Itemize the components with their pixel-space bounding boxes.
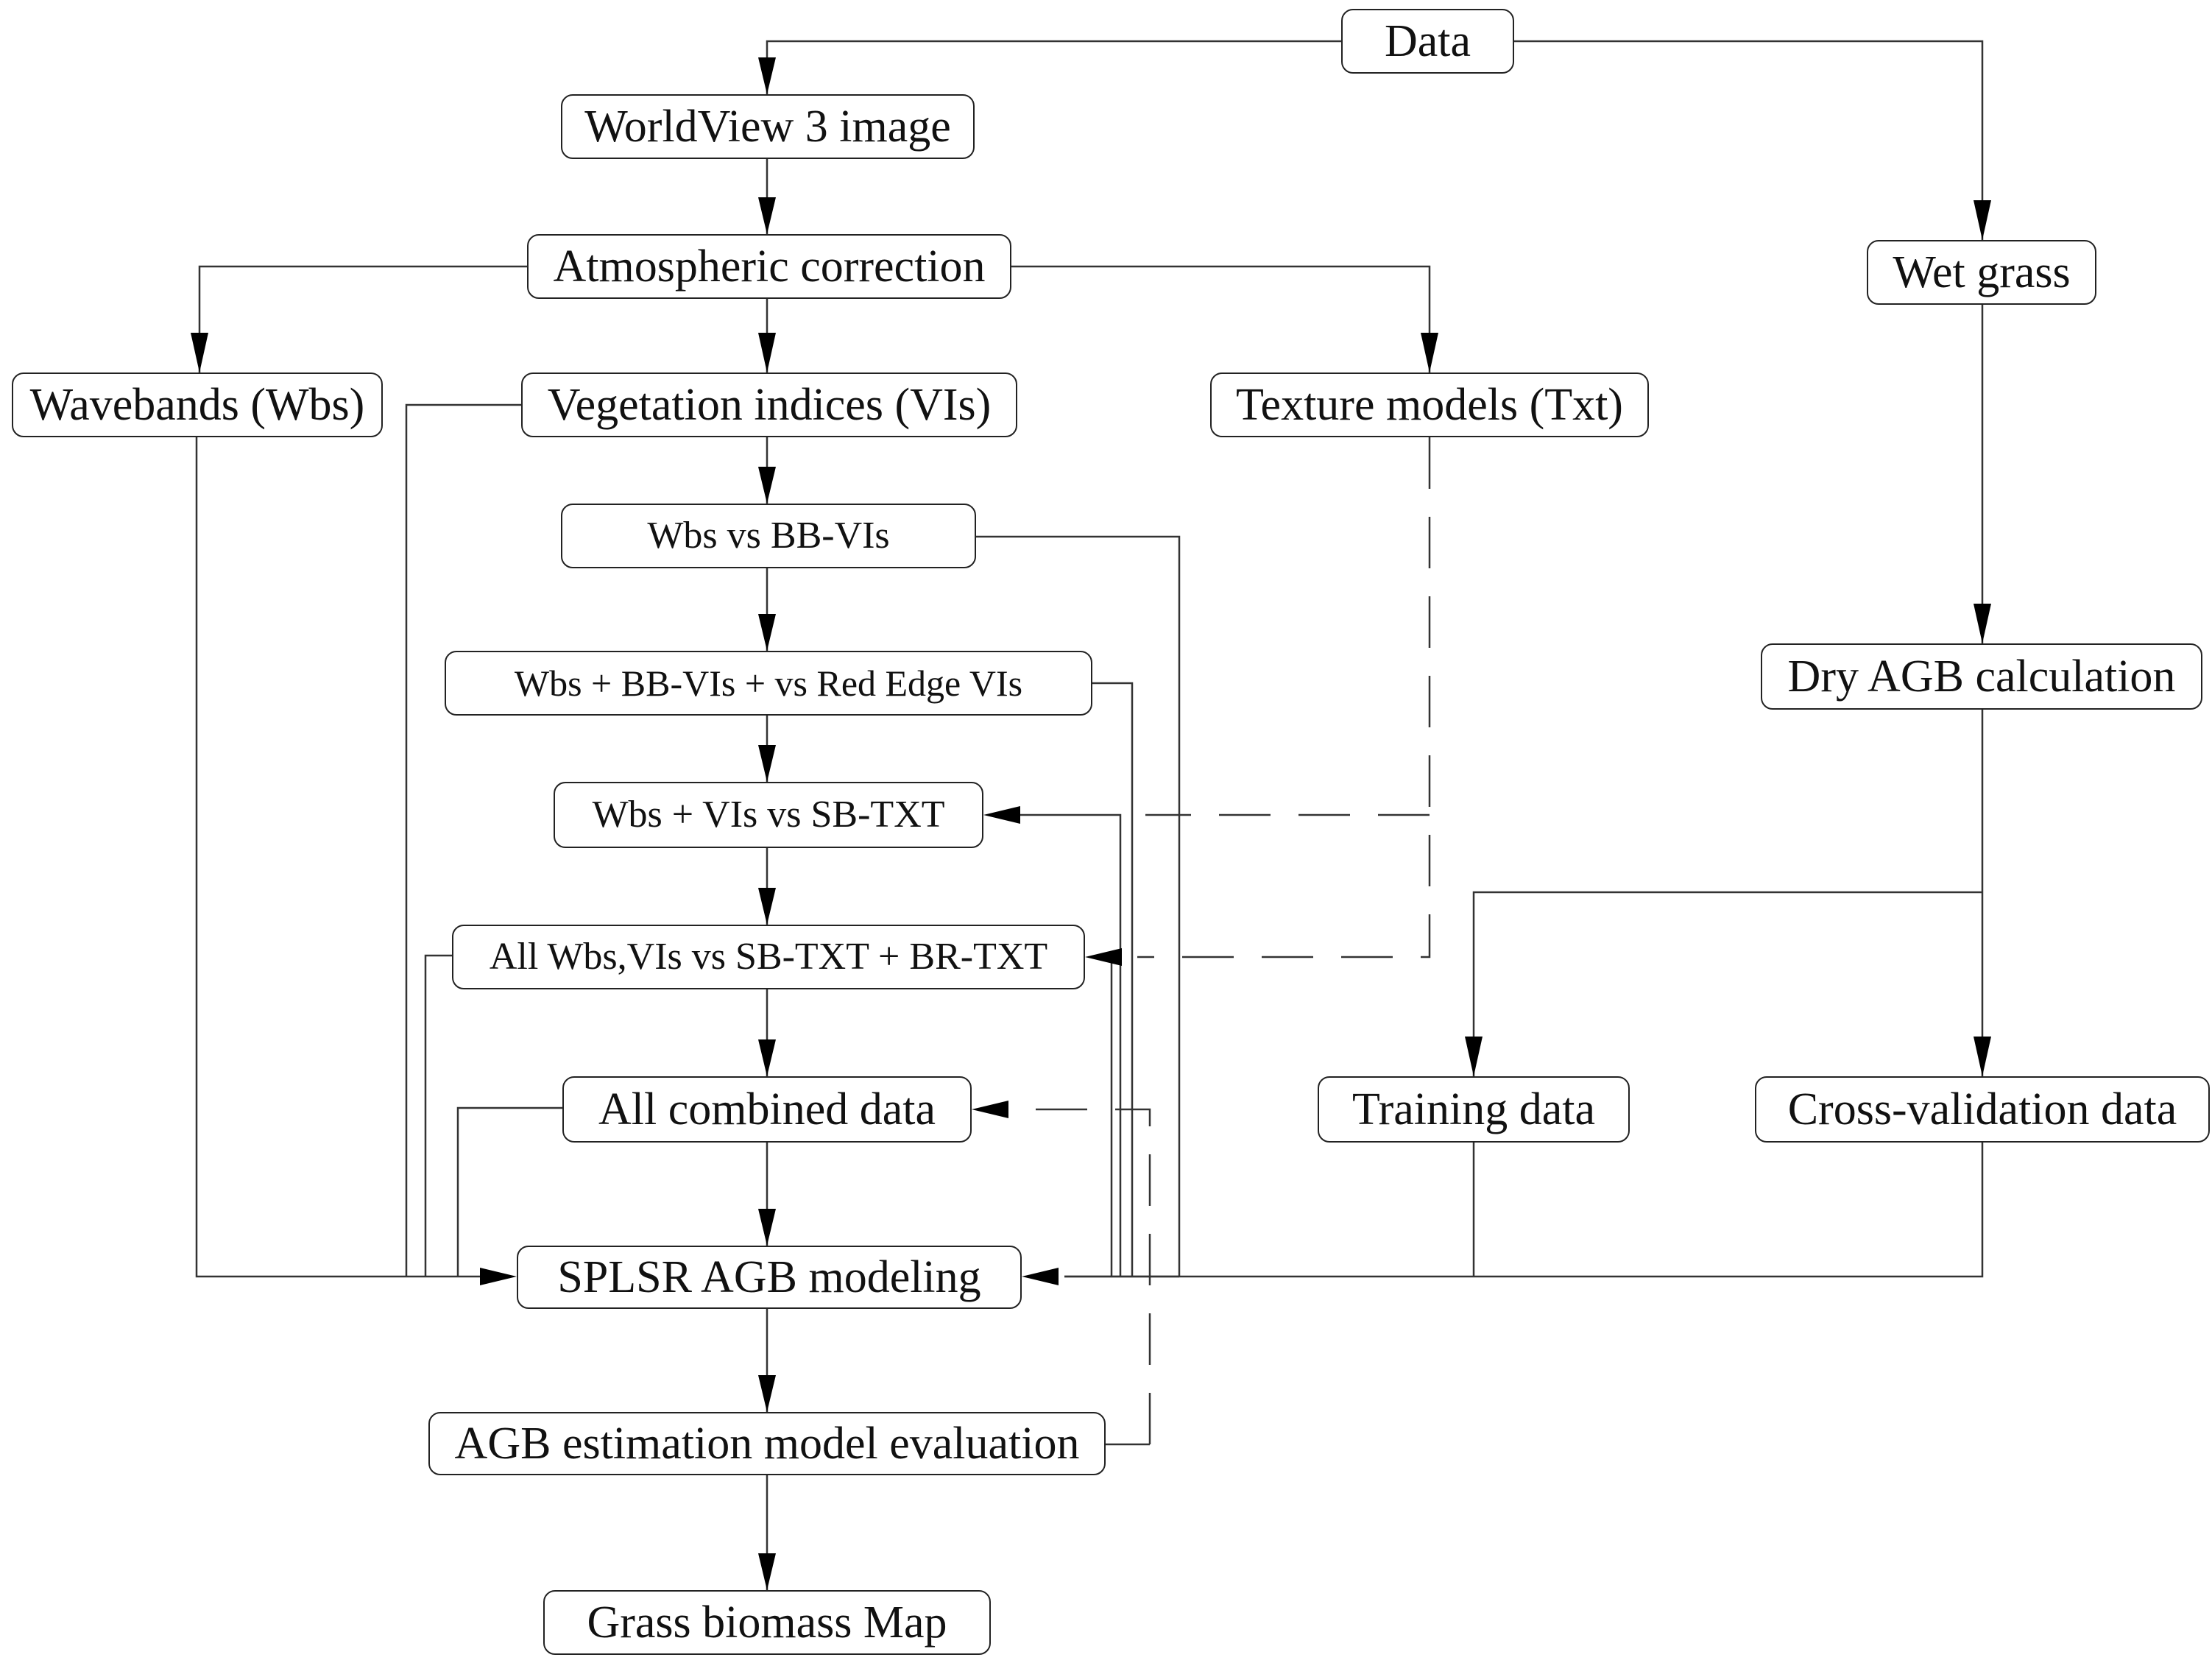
node-worldview-image: WorldView 3 image xyxy=(561,94,975,159)
arrowhead xyxy=(758,1209,776,1246)
arrowhead xyxy=(1974,604,1991,643)
connector-data-to-wet-grass xyxy=(1514,40,1984,240)
arrowhead xyxy=(1974,1037,1991,1076)
arrowhead xyxy=(1465,1037,1483,1076)
connector-texture-dashed xyxy=(1137,437,1431,958)
connector-vegetation-to-splsr xyxy=(405,403,521,1277)
arrowhead xyxy=(1974,200,1991,240)
node-texture-models: Texture models (Txt) xyxy=(1210,373,1649,437)
node-dry-agb-calculation: Dry AGB calculation xyxy=(1761,643,2202,710)
connector-to-sbtxt-feedback xyxy=(1020,813,1122,1277)
node-wbs-vis-sbtxt: Wbs + VIs vs SB-TXT xyxy=(554,782,983,848)
connector-rededge-to-splsr xyxy=(1092,682,1134,1277)
node-grass-biomass-map: Grass biomass Map xyxy=(543,1590,991,1655)
arrowhead xyxy=(758,1039,776,1076)
arrowhead xyxy=(758,467,776,504)
arrowhead xyxy=(1421,333,1438,373)
arrowhead xyxy=(1022,1268,1059,1285)
arrowhead xyxy=(758,745,776,782)
connector-data-to-worldview xyxy=(766,40,1341,94)
arrowhead xyxy=(758,1553,776,1590)
connector-dry-agb-to-training xyxy=(1472,891,1982,1076)
node-data: Data xyxy=(1341,9,1514,74)
connector-wavebands-to-splsr xyxy=(195,437,480,1278)
arrowhead xyxy=(480,1268,517,1285)
node-agb-model-evaluation: AGB estimation model evaluation xyxy=(428,1412,1106,1475)
connector-combined-to-splsr-left xyxy=(456,1106,562,1277)
node-training-data: Training data xyxy=(1318,1076,1630,1143)
node-all-combined-data: All combined data xyxy=(562,1076,972,1143)
node-splsr-agb-modeling: SPLSR AGB modeling xyxy=(517,1246,1022,1309)
arrowhead xyxy=(758,197,776,234)
arrowhead xyxy=(758,1375,776,1412)
node-cross-validation-data: Cross-validation data xyxy=(1755,1076,2210,1143)
arrowhead xyxy=(758,333,776,373)
connector-atmospheric-to-texture xyxy=(1010,265,1431,373)
node-atmospheric-correction: Atmospheric correction xyxy=(527,234,1011,299)
arrowhead xyxy=(1085,948,1122,966)
node-wbs-vs-bbvis: Wbs vs BB-VIs xyxy=(561,504,976,568)
connector-allwbs-to-splsr xyxy=(424,954,452,1277)
connector-evaluation-feedback-dashed xyxy=(1025,1108,1151,1444)
arrowhead xyxy=(983,806,1020,824)
arrowhead xyxy=(758,57,776,94)
arrowhead xyxy=(972,1101,1008,1118)
node-all-wbs-vis-txt: All Wbs,VIs vs SB-TXT + BR-TXT xyxy=(452,925,1085,989)
node-wavebands: Wavebands (Wbs) xyxy=(12,373,383,437)
connector-bbvis-to-splsr xyxy=(975,535,1181,1277)
arrowhead xyxy=(758,888,776,925)
node-wbs-bbvis-rededge: Wbs + BB-VIs + vs Red Edge VIs xyxy=(445,651,1092,716)
arrowhead xyxy=(758,614,776,651)
connector-crossval-to-splsr xyxy=(1064,1143,1984,1278)
connector-atmospheric-to-wavebands xyxy=(198,265,529,373)
arrowhead xyxy=(191,333,208,373)
node-wet-grass: Wet grass xyxy=(1867,240,2096,305)
node-vegetation-indices: Vegetation indices (VIs) xyxy=(521,373,1017,437)
